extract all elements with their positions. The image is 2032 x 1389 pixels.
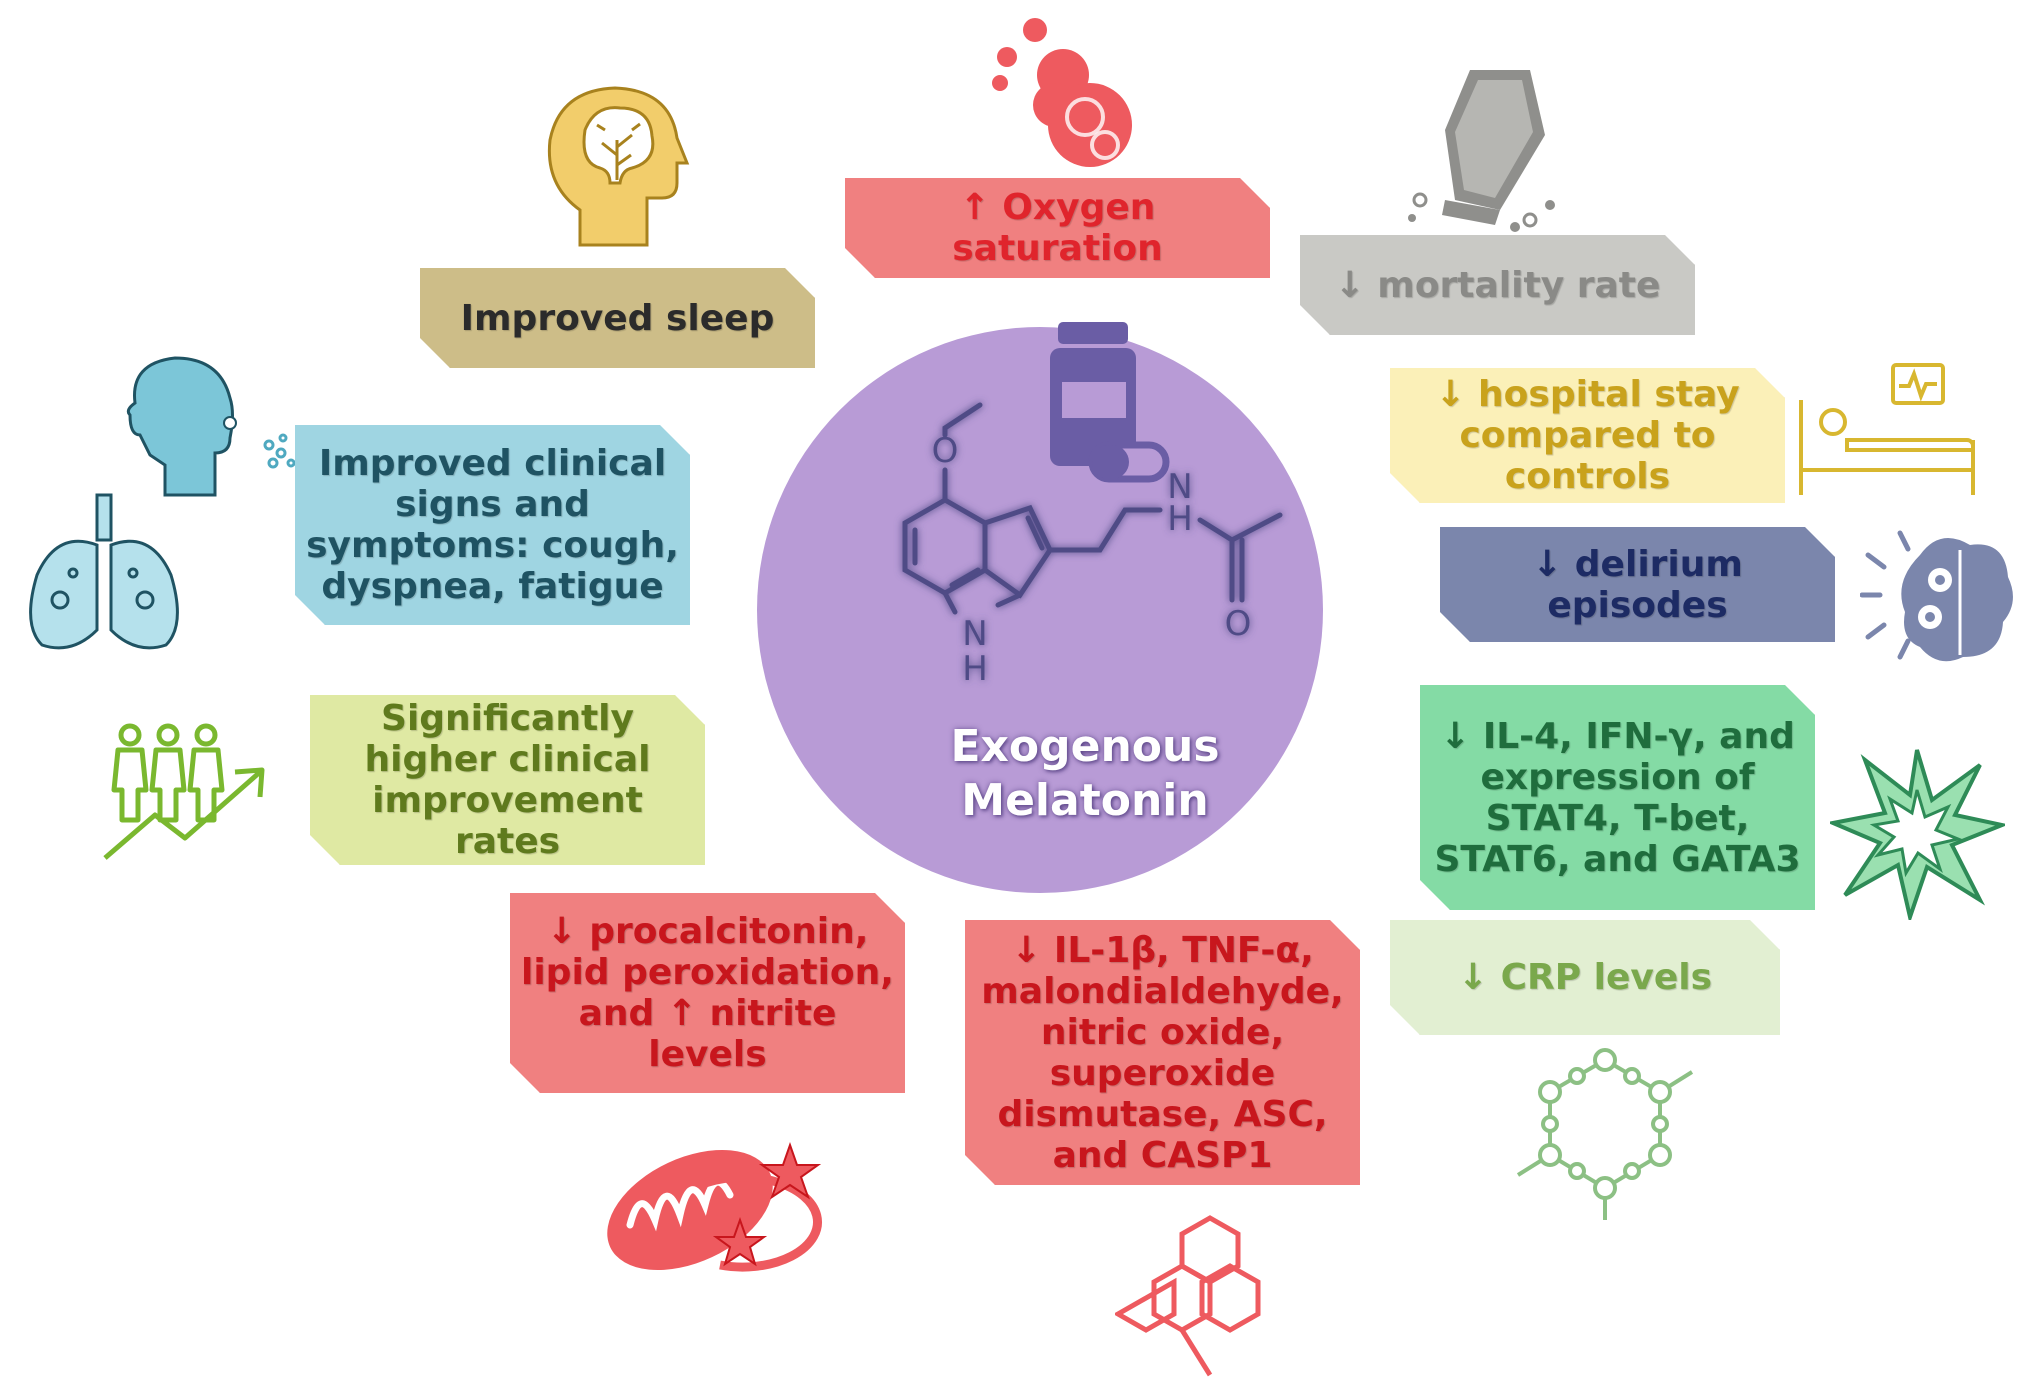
clinical-improvement-box: Significantly higher clinical improvemen…: [310, 695, 705, 865]
melatonin-structure: O N H O N H: [902, 402, 1283, 689]
center-circle: [757, 327, 1323, 893]
molecule-ring-icon: [1516, 1048, 1694, 1220]
head-brain-icon: [547, 86, 690, 247]
brain-gears-icon: [1860, 530, 2013, 662]
inflammation-markers-box: ↓ IL-1β, TNF-α, malondialdehyde, nitric …: [965, 920, 1360, 1185]
oxygen-saturation-box: ↑ Oxygen saturation: [845, 178, 1270, 278]
atom-n-indole: N: [962, 614, 987, 654]
atom-h-amide: H: [1167, 499, 1193, 539]
procalcitonin-box: ↓ procalcitonin, lipid peroxidation, and…: [510, 893, 905, 1093]
center-label: Exogenous Melatonin: [895, 720, 1275, 828]
people-growth-icon: [103, 723, 265, 860]
hospital-stay-box: ↓ hospital stay compared to controls: [1390, 368, 1785, 503]
bubbles-icon: [992, 18, 1132, 167]
clinical-signs-box: Improved clinical signs and symptoms: co…: [295, 425, 690, 625]
crp-levels-box: ↓ CRP levels: [1390, 920, 1780, 1035]
center-label-line2: Melatonin: [961, 775, 1209, 826]
pill-bottle-icon: [1050, 322, 1170, 483]
center-label-line1: Exogenous: [950, 721, 1220, 772]
lungs-cough-icon: [29, 356, 295, 650]
mortality-rate-box: ↓ mortality rate: [1300, 235, 1695, 335]
mitochondria-icon: [607, 1141, 822, 1272]
delirium-box: ↓ delirium episodes: [1440, 527, 1835, 642]
coffin-icon: [1408, 70, 1555, 232]
atom-o-methoxy: O: [932, 431, 959, 471]
atom-o-carbonyl: O: [1225, 604, 1252, 644]
hospital-bed-icon: [1799, 363, 1975, 495]
atom-h-indole: H: [962, 649, 988, 689]
cytokines-box: ↓ IL-4, IFN-γ, and expression of STAT4, …: [1420, 685, 1815, 910]
burst-icon: [1830, 749, 2005, 920]
atom-n-amide: N: [1167, 467, 1192, 507]
hexagon-chain-icon: [1115, 1215, 1261, 1377]
improved-sleep-box: Improved sleep: [420, 268, 815, 368]
